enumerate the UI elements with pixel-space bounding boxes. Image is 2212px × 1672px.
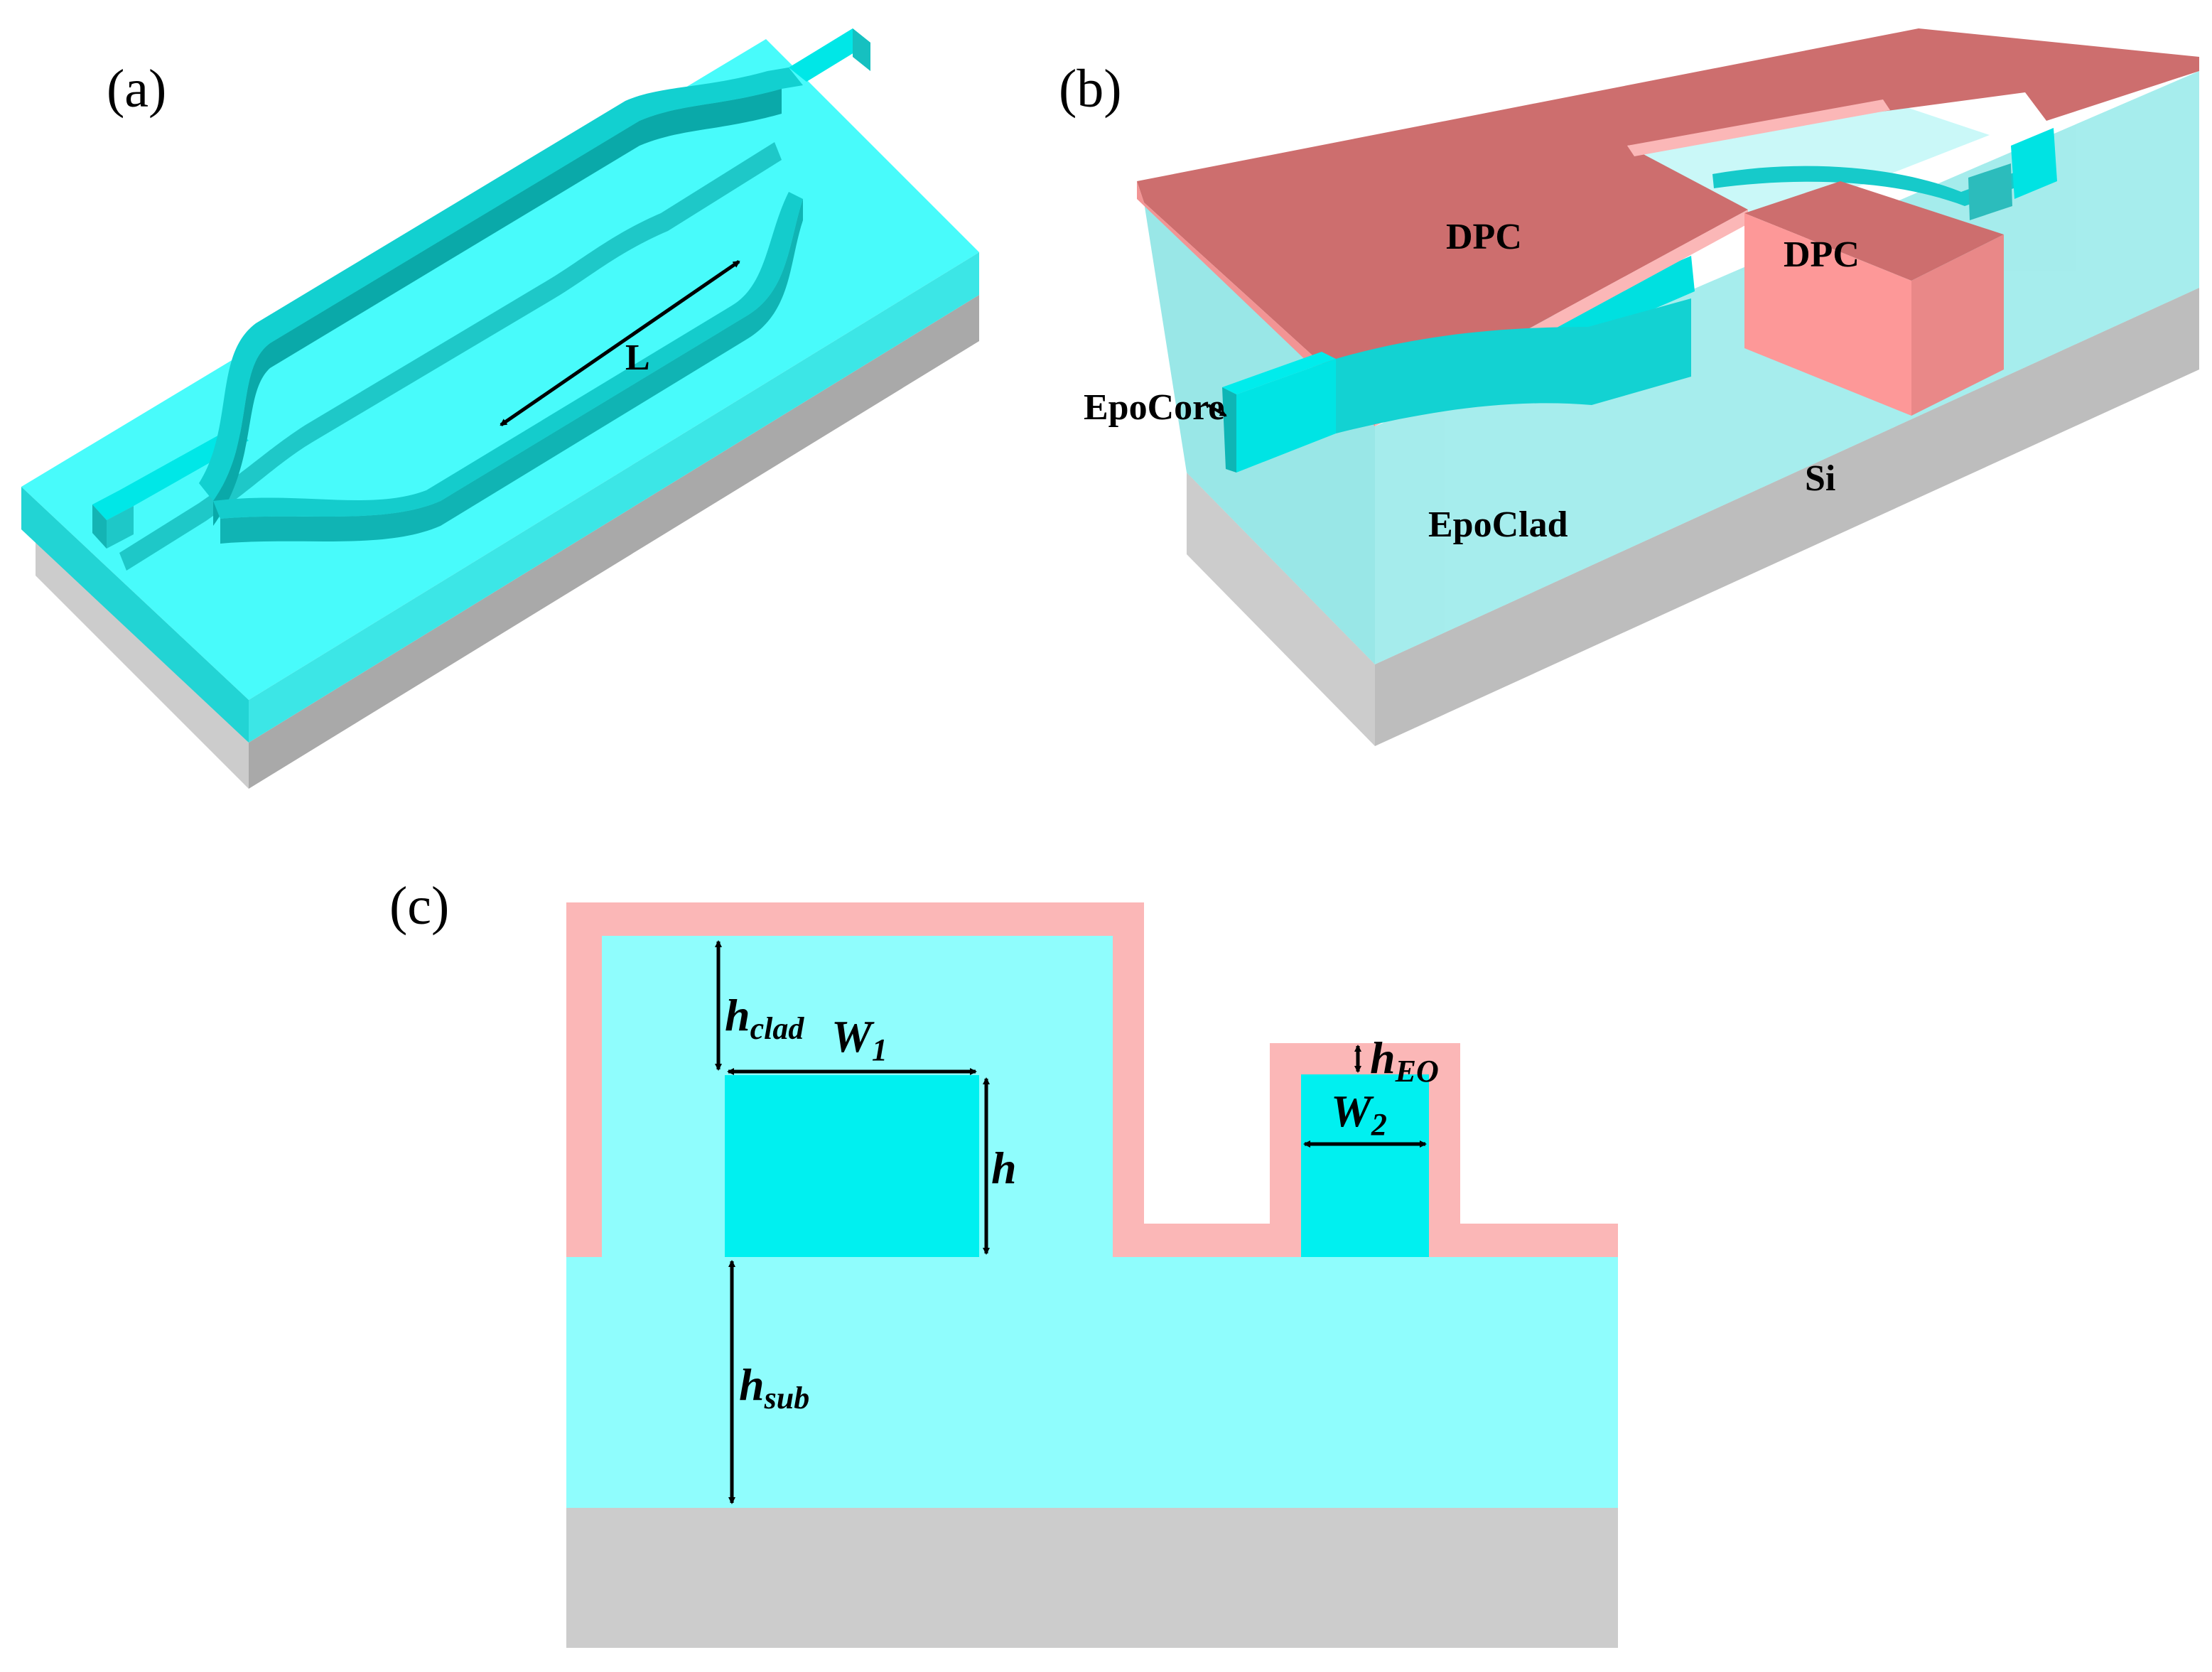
panel-b-electrode-right-label: DPC [1784, 234, 1860, 275]
panel-c-label: (c) [389, 876, 449, 936]
panel-c-core-1 [725, 1075, 979, 1257]
panel-b-electrode-left-label: DPC [1446, 217, 1522, 257]
panel-b-front-waveguide [1222, 298, 1691, 473]
panel-c-h-label: h [991, 1143, 1017, 1193]
panel-a-label: (a) [107, 59, 166, 119]
panel-c-core-2 [1301, 1074, 1429, 1257]
panel-b-clad-label: EpoClad [1428, 505, 1568, 545]
panel-c-hsub-label: hsub [739, 1359, 809, 1415]
panel-b: (b) [1059, 28, 2199, 746]
panel-a-length-arrow [500, 259, 740, 427]
panel-b-label: (b) [1059, 59, 1122, 119]
panel-a-length-label: L [625, 338, 650, 378]
panel-c-heo-label: hEO [1370, 1032, 1439, 1089]
panel-b-silicon-substrate [1187, 288, 2199, 746]
panel-c-lower-cladding [566, 1257, 1618, 1508]
panel-b-substrate-label: Si [1805, 458, 1835, 499]
panel-c-w1-label: W1 [831, 1011, 888, 1067]
panel-b-electrode-right [1744, 181, 2004, 416]
panel-c-w2-label: W2 [1331, 1086, 1387, 1142]
panel-b-core-pointer [1207, 404, 1227, 417]
panel-a-silicon-substrate [36, 295, 979, 789]
panel-c: (c) hclad W1 h hsub hEO W2 [389, 876, 1618, 1648]
panel-c-hclad-label: hclad [725, 990, 804, 1046]
panel-c-silicon [566, 1508, 1618, 1648]
panel-b-core-label: EpoCore [1084, 387, 1224, 428]
panel-a: (a) [21, 28, 979, 789]
